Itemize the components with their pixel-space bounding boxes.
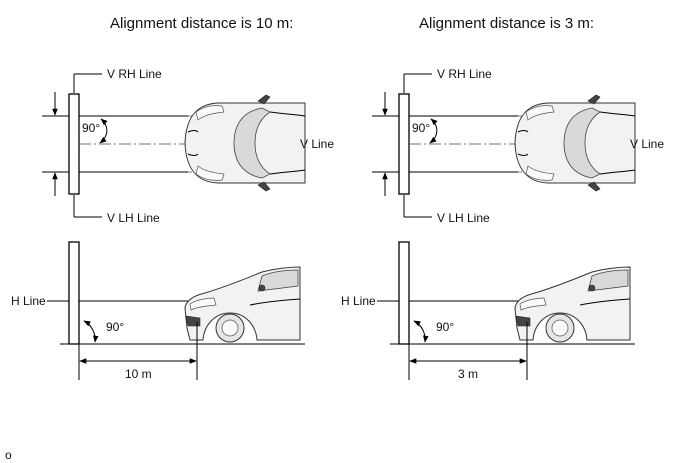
panel-10m: Alignment distance is 10 m: V RH Line V …	[11, 15, 334, 381]
side-view: H Line 90° 10 m	[11, 241, 305, 381]
aim-board	[68, 93, 80, 195]
angle-arc	[99, 118, 108, 144]
side-angle-arc	[413, 320, 429, 343]
vehicle-top-view	[184, 94, 306, 192]
v-lh-label: V LH Line	[107, 211, 160, 225]
side-view: H Line 90° 3 m	[341, 241, 635, 381]
v-line-label: V Line	[630, 137, 664, 151]
top-view: V RH Line V LH Line V Line 90°	[42, 67, 334, 225]
aim-board-side	[398, 241, 410, 345]
panel-title: Alignment distance is 10 m:	[110, 15, 293, 32]
h-line-label: H Line	[11, 294, 46, 308]
vehicle-side-view	[514, 266, 631, 343]
panel-title: Alignment distance is 3 m:	[419, 15, 594, 32]
footnote: o	[5, 448, 12, 462]
distance-label: 10 m	[125, 367, 152, 381]
side-angle-arc	[83, 320, 99, 343]
side-angle-label: 90°	[436, 320, 454, 334]
aim-board	[398, 93, 410, 195]
top-view: V RH Line V LH Line V Line 90°	[372, 67, 664, 225]
angle-label: 90°	[412, 121, 430, 135]
distance-label: 3 m	[458, 367, 478, 381]
angle-arc	[429, 118, 438, 144]
v-rh-label: V RH Line	[437, 67, 492, 81]
panel-3m: Alignment distance is 3 m: V RH Line V L…	[341, 15, 664, 381]
vehicle-side-view	[184, 266, 301, 343]
v-lh-label: V LH Line	[437, 211, 490, 225]
aim-board-side	[68, 241, 80, 345]
angle-label: 90°	[82, 121, 100, 135]
side-angle-label: 90°	[106, 320, 124, 334]
v-rh-label: V RH Line	[107, 67, 162, 81]
v-line-label: V Line	[300, 137, 334, 151]
h-line-label: H Line	[341, 294, 376, 308]
vehicle-top-view	[514, 94, 636, 192]
